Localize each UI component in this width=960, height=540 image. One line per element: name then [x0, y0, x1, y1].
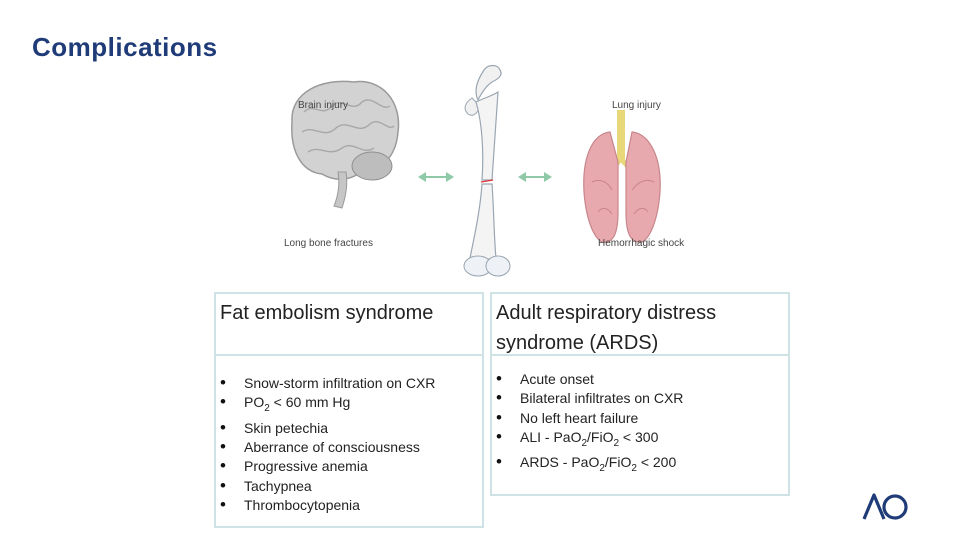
fat-embolism-box-header: Fat embolism syndrome: [216, 294, 482, 356]
list-item: PO2 < 60 mm Hg: [220, 392, 435, 418]
fat-embolism-title: Fat embolism syndrome: [220, 302, 434, 324]
list-item: Progressive anemia: [220, 456, 435, 476]
list-item: Aberrance of consciousness: [220, 437, 435, 457]
list-item: Snow-storm infiltration on CXR: [220, 373, 435, 393]
list-item: ALI - PaO2/FiO2 < 300: [496, 427, 683, 453]
list-item: Bilateral infiltrates on CXR: [496, 388, 683, 408]
ards-title: Adult respiratory distress syndrome (ARD…: [496, 298, 716, 358]
list-item: Skin petechia: [220, 418, 435, 438]
illustration-svg: [291, 64, 661, 277]
femur-bone-icon: [463, 64, 511, 277]
ards-box-header: Adult respiratory distress syndrome (ARD…: [492, 294, 788, 356]
ards-criteria-list: Acute onset Bilateral infiltrates on CXR…: [496, 369, 683, 479]
fat-embolism-criteria-list: Snow-storm infiltration on CXR PO2 < 60 …: [220, 373, 435, 516]
ao-logo: [862, 492, 910, 522]
list-item: No left heart failure: [496, 408, 683, 428]
bidirectional-arrow-left-icon: [418, 172, 454, 182]
fat-embolism-box: Fat embolism syndrome Snow-storm infiltr…: [214, 292, 484, 528]
complications-illustration: Brain injury Lung injury Long bone fract…: [262, 62, 708, 286]
ao-logo-mark: [862, 493, 908, 520]
brain-icon: [291, 80, 400, 209]
list-item: Tachypnea: [220, 476, 435, 496]
page-title: Complications: [32, 32, 218, 62]
ards-box: Adult respiratory distress syndrome (ARD…: [490, 292, 790, 496]
bidirectional-arrow-right-icon: [518, 172, 552, 182]
ards-title-line2: syndrome (ARDS): [496, 332, 659, 354]
lungs-icon: [583, 110, 661, 243]
list-item: Thrombocytopenia: [220, 495, 435, 515]
hemorrhagic-shock-label: Hemorrhagic shock: [598, 238, 685, 249]
brain-injury-label: Brain injury: [298, 100, 349, 111]
list-item: ARDS - PaO2/FiO2 < 200: [496, 452, 683, 478]
lung-injury-label: Lung injury: [612, 100, 661, 111]
ards-title-line1: Adult respiratory distress: [496, 302, 717, 324]
long-bone-fractures-label: Long bone fractures: [284, 238, 373, 249]
list-item: Acute onset: [496, 369, 683, 389]
